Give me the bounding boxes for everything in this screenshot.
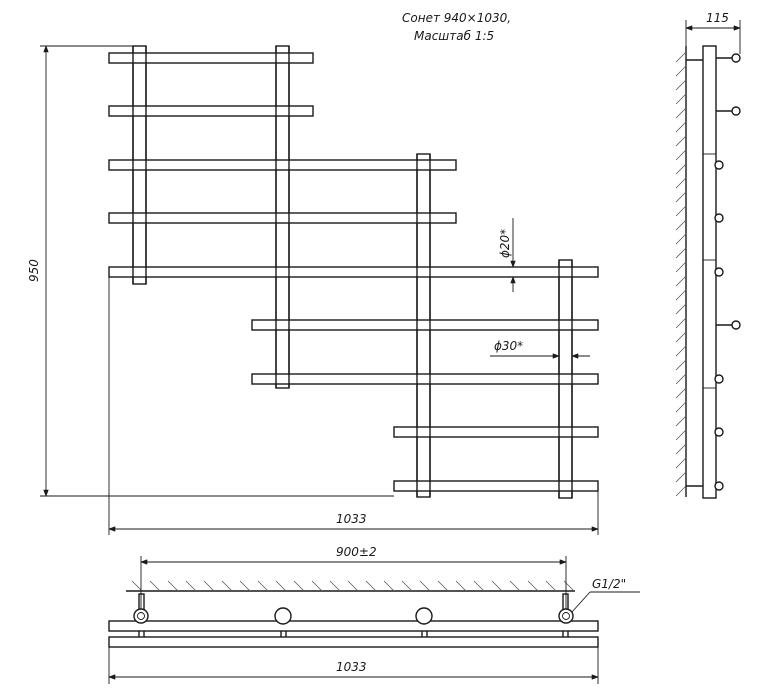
dimension-tube-30: ϕ30* xyxy=(490,339,590,359)
dim-label-d30: ϕ30* xyxy=(494,339,523,353)
wall-hatching-top xyxy=(131,580,575,592)
top-riser-2 xyxy=(274,607,292,625)
dim-label-115: 115 xyxy=(706,11,729,25)
dimension-width-front: 1033 xyxy=(108,277,599,535)
top-bar-back xyxy=(108,636,599,648)
top-riser-4 xyxy=(558,608,574,624)
dim-label-950: 950 xyxy=(27,259,41,282)
dim-label-1033-front: 1033 xyxy=(336,512,367,526)
dimension-collector-spacing: 900±2 xyxy=(140,545,567,609)
crossbar-6 xyxy=(251,319,599,331)
front-view: 950 1033 ϕ20* ϕ30* xyxy=(27,45,599,535)
top-view: 900±2 G1/2" 1033 xyxy=(108,545,640,684)
crossbar-1 xyxy=(108,52,314,64)
crossbar-8 xyxy=(393,426,599,438)
dimension-depth: 115 xyxy=(685,11,741,54)
top-bracket-right xyxy=(562,593,569,611)
thread-callout: G1/2" xyxy=(571,577,640,613)
top-bracket-left xyxy=(138,593,145,611)
dim-label-d20: ϕ20* xyxy=(498,229,512,258)
dim-label-thread: G1/2" xyxy=(592,577,626,591)
crossbar-2 xyxy=(108,105,314,117)
title-block: Сонет 940×1030, Масштаб 1:5 xyxy=(402,11,511,43)
side-riser xyxy=(702,45,717,499)
dim-label-900: 900±2 xyxy=(336,545,377,559)
side-bar-ends xyxy=(714,53,741,491)
top-riser-1 xyxy=(133,608,149,624)
dimension-tube-20: ϕ20* xyxy=(498,218,516,292)
dimension-height: 950 xyxy=(27,45,394,497)
dim-label-1033-top: 1033 xyxy=(336,660,367,674)
crossbar-9 xyxy=(393,480,599,492)
wall-hatching xyxy=(675,51,687,497)
crossbar-7 xyxy=(251,373,599,385)
crossbar-4 xyxy=(108,212,457,224)
title-line-1: Сонет 940×1030, xyxy=(402,11,511,25)
dimension-width-top: 1033 xyxy=(108,647,599,684)
top-bar-front xyxy=(108,620,599,632)
side-view: 115 xyxy=(675,11,741,499)
crossbar-3 xyxy=(108,159,457,171)
top-riser-3 xyxy=(415,607,433,625)
title-line-2: Масштаб 1:5 xyxy=(414,29,494,43)
crossbar-5 xyxy=(108,266,599,278)
